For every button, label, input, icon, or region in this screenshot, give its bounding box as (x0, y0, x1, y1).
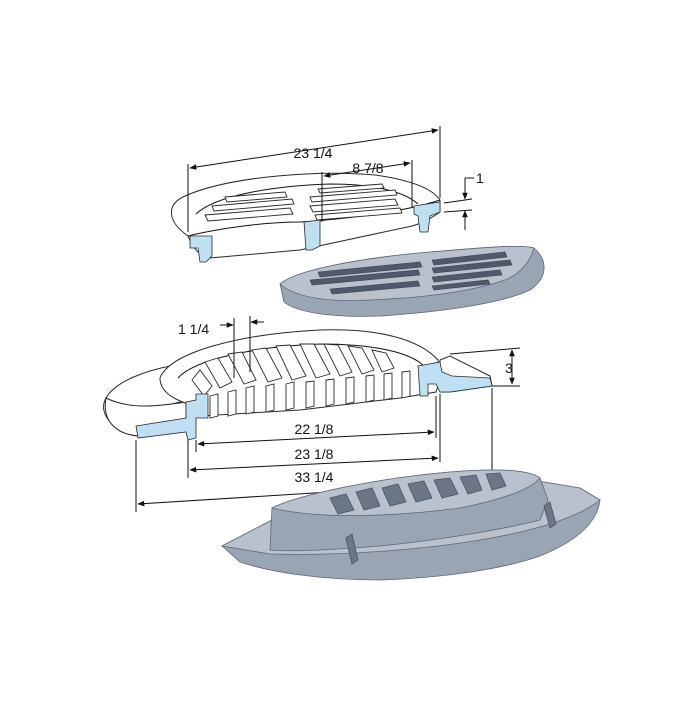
dim-frame-inner-opening: 22 1/8 (295, 421, 334, 437)
dim-frame-rim-width: 1 1/4 (178, 321, 209, 337)
dim-grate-inner-width: 8 7/8 (352, 160, 383, 176)
frame-rendered-rib-right (543, 501, 557, 529)
grate-rendered-slots (309, 251, 513, 295)
dim-line-inner-width (323, 161, 411, 178)
grate-inner-edge (195, 183, 419, 215)
dim-line-grate-seat (189, 455, 439, 473)
grate-line-drawing (171, 172, 441, 263)
frame-rendered (220, 469, 601, 581)
top-dimensions: 23 1/4 8 7/8 1 (187, 126, 484, 232)
dim-line-grate-width (189, 128, 439, 170)
dim-line-inner-opening (197, 429, 435, 447)
frame-bars (209, 370, 411, 419)
frame-slots (191, 343, 395, 397)
frame-section-right (417, 361, 493, 397)
grate-rim-line (187, 199, 441, 237)
dim-frame-height: 3 (505, 360, 513, 376)
grate-slots (204, 183, 403, 222)
dim-grate-overall-width: 23 1/4 (294, 145, 333, 161)
frame-dimensions: 1 1/4 3 22 1/8 23 1/8 33 1/4 (135, 316, 521, 512)
frame-section-left (135, 393, 209, 441)
grate-section-mid (303, 219, 321, 251)
grate-rendered (279, 245, 545, 317)
dim-frame-overall-width: 33 1/4 (295, 469, 334, 485)
dim-frame-grate-seat: 23 1/8 (295, 446, 334, 462)
frame-rendered-rib-left (345, 533, 359, 565)
grate-section-left (189, 235, 213, 263)
dim-grate-thickness: 1 (476, 170, 484, 186)
frame-line-drawing (103, 329, 493, 441)
frame-rendered-slots (329, 472, 507, 515)
grate-section-right (413, 201, 441, 233)
